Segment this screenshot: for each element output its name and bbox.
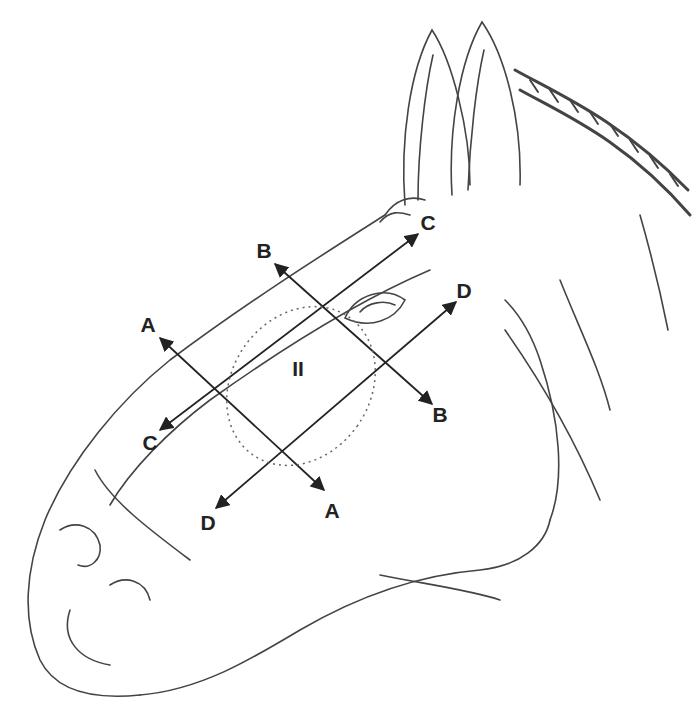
section-letter: A	[324, 500, 339, 521]
region-number: II	[292, 358, 304, 379]
section-letter: C	[420, 212, 435, 233]
section-letter: B	[256, 240, 271, 261]
section-letter: D	[456, 280, 471, 301]
section-letter: C	[142, 432, 157, 453]
section-letter: D	[200, 512, 215, 533]
dotted-outline	[226, 298, 376, 474]
section-letter: B	[432, 404, 447, 425]
section-letter: A	[140, 314, 155, 335]
region-ellipse: II	[226, 298, 376, 474]
